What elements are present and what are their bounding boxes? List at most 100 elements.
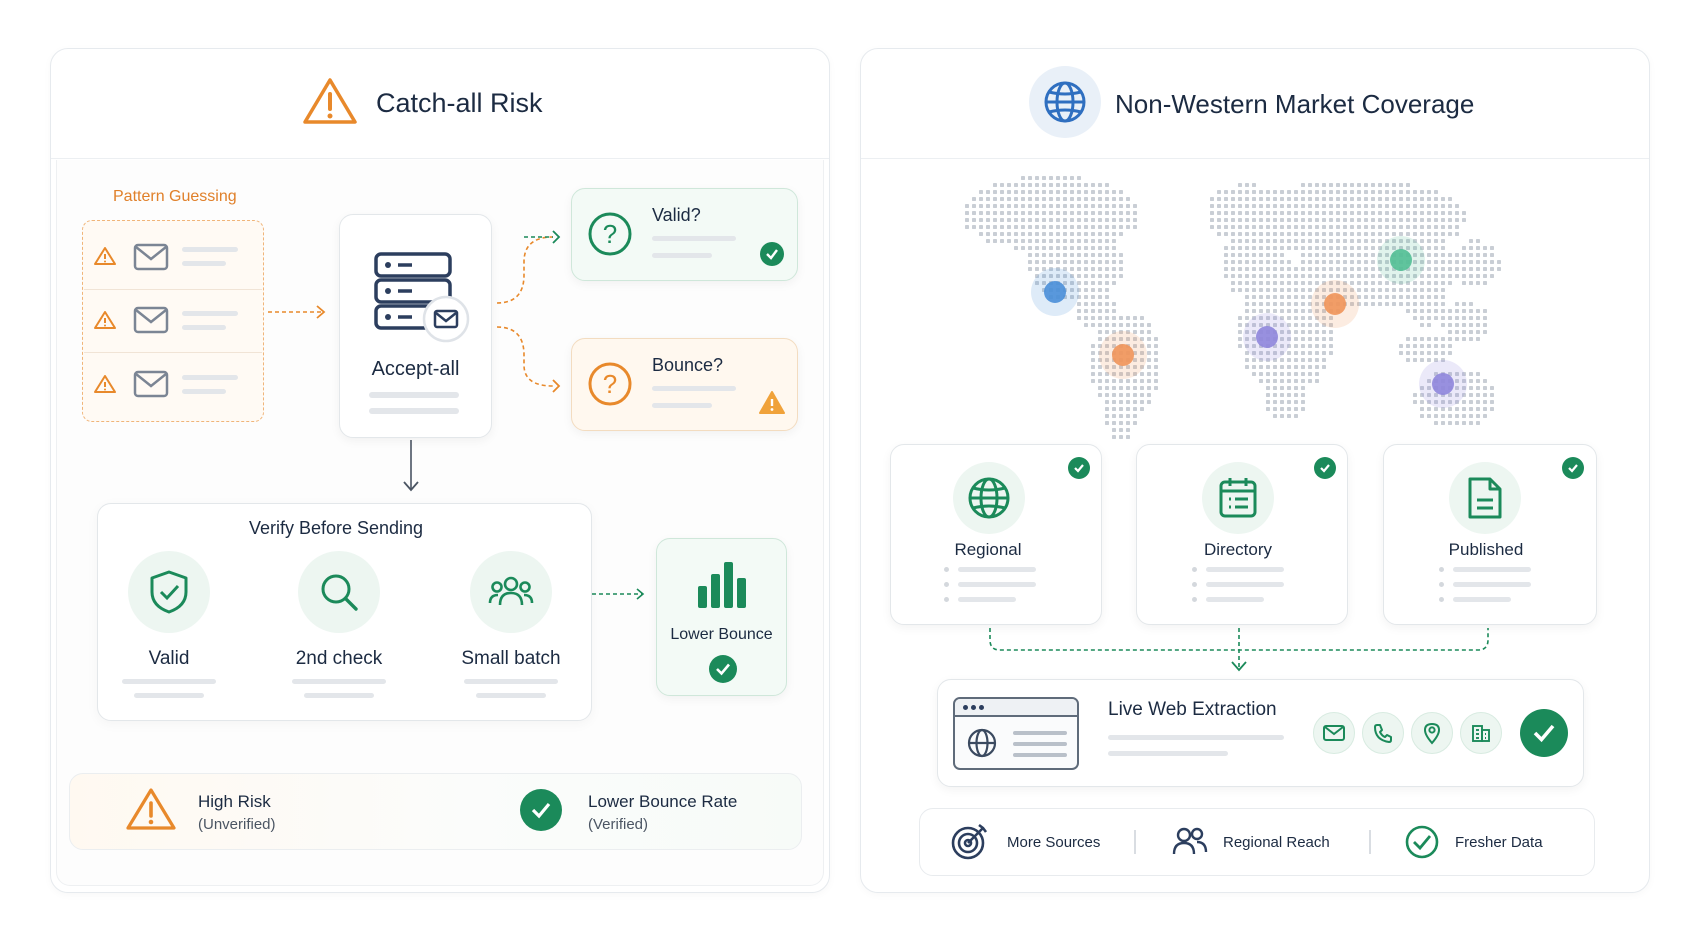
placeholder-line [182, 261, 226, 266]
left-panel-title: Catch-all Risk [376, 88, 543, 118]
mail-icon [133, 243, 169, 271]
high-risk-subtitle: (Unverified) [198, 816, 276, 833]
left-header-divider [51, 158, 829, 159]
phone-channel [1362, 712, 1404, 754]
map-region-marker [1390, 249, 1412, 271]
published-icon-badge [1449, 462, 1521, 534]
map-region-marker [1112, 344, 1134, 366]
warning-filled-icon [759, 391, 785, 414]
placeholder-line [182, 389, 226, 394]
pattern-guessing-label: Pattern Guessing [113, 188, 237, 205]
globe-icon [967, 728, 997, 758]
placeholder-line [652, 403, 712, 408]
placeholder-line [1108, 735, 1284, 740]
globe-icon [968, 477, 1010, 519]
placeholder-line [652, 386, 736, 391]
warning-icon [126, 788, 176, 830]
directory-label: Directory [1203, 540, 1272, 559]
extraction-check-icon [1520, 709, 1568, 757]
step-valid-label: Valid [148, 648, 190, 669]
regional-reach-label: Regional Reach [1223, 834, 1330, 851]
placeholder-line [182, 375, 238, 380]
mail-icon [133, 306, 169, 334]
placeholder-line [652, 236, 736, 241]
fresher-data-label: Fresher Data [1455, 834, 1543, 851]
lower-bounce-label: Lower Bounce [670, 626, 773, 643]
browser-window-icon [953, 697, 1079, 770]
published-label: Published [1448, 540, 1524, 559]
placeholder-line [122, 679, 216, 684]
pattern-divider [84, 352, 262, 353]
mail-icon [133, 370, 169, 398]
globe-badge [1029, 66, 1101, 138]
bounce-label: Bounce? [652, 355, 724, 375]
regional-icon-badge [953, 462, 1025, 534]
lower-bounce-rate-subtitle: (Verified) [588, 816, 649, 833]
small-warning-icon [94, 375, 116, 393]
server-icon [374, 252, 470, 343]
svg-text:?: ? [603, 369, 617, 399]
map-region-marker [1044, 281, 1066, 303]
placeholder-line [182, 247, 238, 252]
svg-text:?: ? [603, 219, 617, 249]
valid-card [571, 188, 798, 281]
step-valid [128, 551, 210, 633]
check-icon [1068, 457, 1090, 479]
placeholder-line [134, 693, 204, 698]
placeholder-line [369, 408, 459, 414]
search-icon [321, 574, 358, 611]
pattern-divider [84, 289, 262, 290]
target-icon [951, 823, 988, 860]
map-region-marker [1256, 326, 1278, 348]
location-channel [1411, 712, 1453, 754]
directory-icon [1219, 478, 1257, 518]
live-web-extraction-title: Live Web Extraction [1108, 699, 1277, 720]
footer-divider [1134, 830, 1136, 854]
verify-title: Verify Before Sending [248, 518, 424, 538]
email-channel [1313, 712, 1355, 754]
globe-icon [1044, 81, 1086, 123]
coverage-summary-bar [919, 808, 1595, 876]
placeholder-line [652, 253, 712, 258]
placeholder-line [464, 679, 558, 684]
placeholder-line [182, 311, 238, 316]
accept-all-label: Accept-all [371, 358, 460, 380]
building-icon [1472, 725, 1490, 742]
check-circle-icon [1405, 825, 1439, 859]
question-icon: ? [588, 212, 632, 256]
check-icon [1562, 457, 1584, 479]
placeholder-line [369, 392, 459, 398]
regional-label: Regional [954, 540, 1022, 559]
world-map [965, 176, 1501, 439]
placeholder-line [1108, 751, 1228, 756]
company-channel [1460, 712, 1502, 754]
step-2nd-check [298, 551, 380, 633]
placeholder-line [476, 693, 546, 698]
valid-label: Valid? [652, 205, 701, 225]
phone-icon [1374, 724, 1392, 743]
right-header-divider [861, 158, 1649, 159]
directory-icon-badge [1202, 462, 1274, 534]
placeholder-line [304, 693, 374, 698]
bounce-card [571, 338, 798, 431]
users-icon [488, 576, 534, 606]
check-icon [1314, 457, 1336, 479]
step-small-batch-label: Small batch [461, 648, 561, 669]
location-pin-icon [1423, 722, 1441, 745]
high-risk-title: High Risk [198, 792, 271, 811]
small-warning-icon [94, 247, 116, 265]
step-2nd-check-label: 2nd check [295, 648, 383, 669]
small-warning-icon [94, 311, 116, 329]
question-icon: ? [588, 362, 632, 406]
document-icon [1468, 477, 1502, 519]
placeholder-line [292, 679, 386, 684]
check-icon [709, 655, 737, 683]
placeholder-line [182, 325, 226, 330]
risk-summary-bar [69, 773, 802, 850]
step-small-batch [470, 551, 552, 633]
map-region-marker [1432, 373, 1454, 395]
check-icon [520, 789, 562, 831]
more-sources-label: More Sources [1007, 834, 1101, 851]
shield-check-icon [150, 570, 188, 614]
